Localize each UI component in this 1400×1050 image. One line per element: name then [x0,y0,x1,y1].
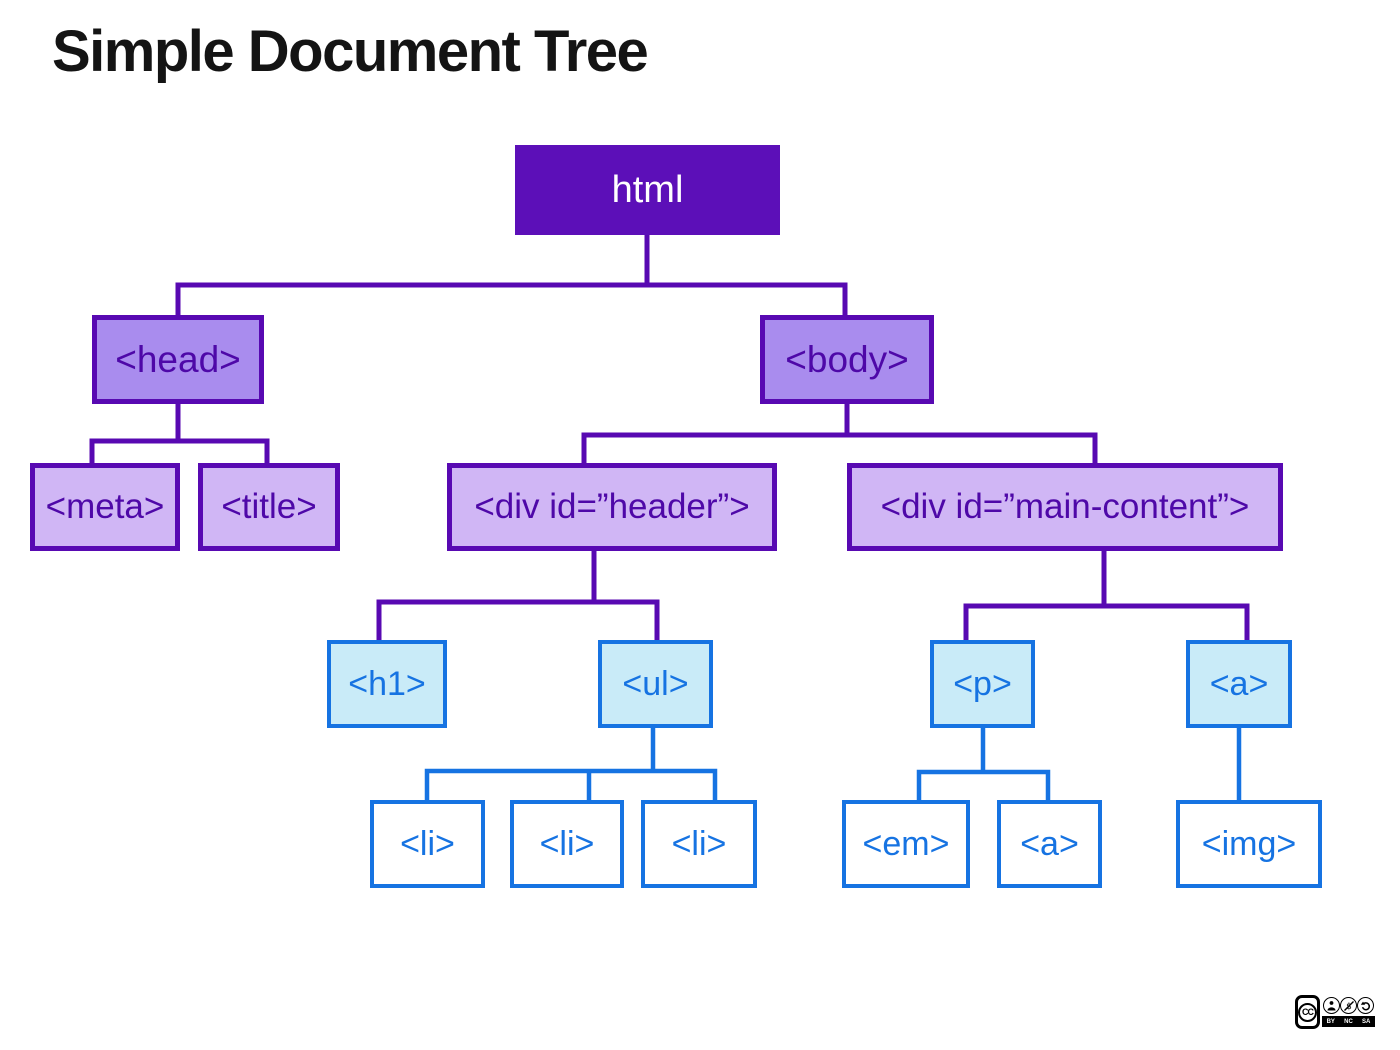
edge-p-children [916,769,1051,800]
node-li-3: <li> [641,800,757,888]
cc-nc-label: NC [1344,1018,1353,1025]
node-img: <img> [1176,800,1322,888]
node-div-header: <div id=”header”> [447,463,777,551]
cc-license-labels: BY NC SA [1322,1016,1375,1027]
node-html: html [515,145,780,235]
node-body: <body> [760,315,934,404]
edge-divheader-children [376,599,660,640]
node-em: <em> [842,800,970,888]
cc-logo-text: CC [1298,1002,1317,1022]
blue-connectors [424,728,1242,800]
edge-head-children [89,438,270,463]
node-li-1: <li> [370,800,485,888]
cc-nc-dollar-icon: $ [1340,997,1357,1014]
svg-text:$: $ [1346,1002,1352,1012]
node-li-2: <li> [510,800,624,888]
node-p: <p> [930,640,1035,728]
node-a: <a> [1186,640,1292,728]
purple-connectors [89,235,1250,640]
cc-by-label: BY [1326,1018,1335,1025]
edge-ul-children [424,768,718,800]
node-meta: <meta> [30,463,180,551]
cc-logo-icon: CC [1295,995,1320,1029]
node-div-main: <div id=”main-content”> [847,463,1283,551]
page-title: Simple Document Tree [52,19,649,84]
node-h1: <h1> [327,640,447,728]
edge-body-children [581,432,1098,463]
cc-sa-label: SA [1362,1018,1371,1025]
edge-html-children [175,282,848,315]
edge-divmain-children [963,603,1250,640]
node-head: <head> [92,315,264,404]
node-title-tag: <title> [198,463,340,551]
cc-by-person-icon [1323,997,1340,1014]
node-ul: <ul> [598,640,713,728]
cc-license-icons: $ BY NC SA [1322,995,1375,1029]
node-a-2: <a> [997,800,1102,888]
cc-sa-arrow-icon [1357,997,1374,1014]
cc-license-badge: CC $ [1295,995,1375,1029]
cc-icon-row: $ [1322,995,1375,1016]
